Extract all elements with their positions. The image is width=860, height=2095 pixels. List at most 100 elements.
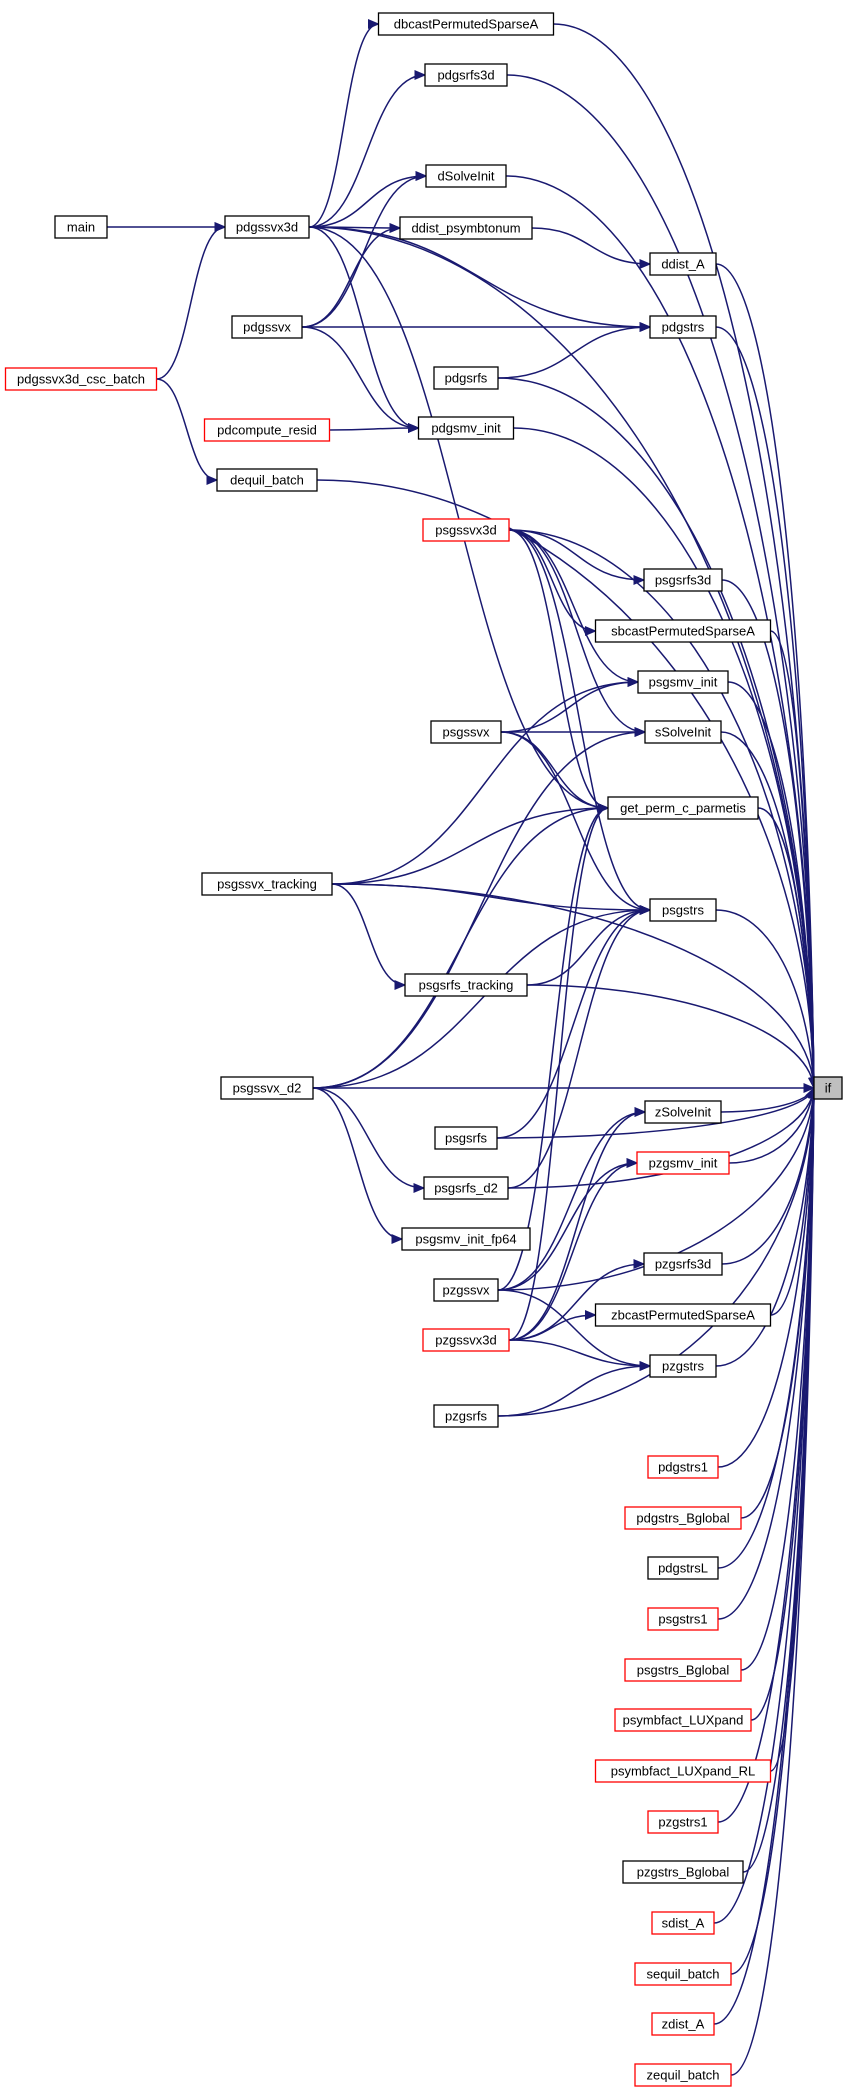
- node-psgssvx3d[interactable]: psgssvx3d: [422, 518, 510, 542]
- node-box: [651, 1911, 715, 1935]
- node-box: [634, 1962, 732, 1986]
- node-pzgssvx[interactable]: pzgssvx: [433, 1278, 499, 1302]
- node-pdgstrs_Bglobal[interactable]: pdgstrs_Bglobal: [624, 1506, 742, 1530]
- node-main[interactable]: main: [54, 215, 108, 239]
- arrowhead-psgssvx_tracking-to-psgsrfs_tracking: [394, 980, 407, 990]
- node-zequil_batch[interactable]: zequil_batch: [634, 2063, 732, 2087]
- node-pzgstrs1[interactable]: pzgstrs1: [647, 1810, 719, 1834]
- node-label: zdist_A: [662, 2017, 705, 2032]
- node-pdgsrfs3d[interactable]: pdgsrfs3d: [424, 63, 508, 87]
- arrowhead-pdgssvx3d-to-pdgsrfs3d: [414, 70, 427, 80]
- node-box: [224, 215, 310, 239]
- node-box: [434, 1126, 498, 1150]
- node-ddist_psymbtonum[interactable]: ddist_psymbtonum: [399, 216, 533, 240]
- node-psgstrs[interactable]: psgstrs: [649, 898, 717, 922]
- node-psgstrs_Bglobal[interactable]: psgstrs_Bglobal: [624, 1658, 742, 1682]
- edge-psgssvx_d2-to-sSolveInit: [312, 731, 646, 1089]
- edge-pzgssvx3d-to-get_perm_c_parmetis: [508, 807, 609, 1341]
- edge-pzgssvx-to-zSolveInit: [497, 1111, 646, 1291]
- node-pdgssvx[interactable]: pdgssvx: [231, 315, 303, 339]
- node-psgsrfs_d2[interactable]: psgsrfs_d2: [423, 1176, 509, 1200]
- node-label: pdgssvx: [243, 320, 291, 335]
- node-pzgsmv_init[interactable]: pzgsmv_init: [636, 1151, 730, 1175]
- node-dequil_batch[interactable]: dequil_batch: [216, 468, 318, 492]
- node-label: pdgsrfs: [445, 371, 488, 386]
- node-zbcastPermutedSparseA[interactable]: zbcastPermutedSparseA: [594, 1303, 772, 1327]
- edge-psgssvx_tracking-to-psgsmv_init: [331, 681, 639, 885]
- node-label: psymbfact_LUXpand_RL: [611, 1764, 756, 1779]
- node-psgssvx[interactable]: psgssvx: [430, 720, 502, 744]
- node-box: [637, 670, 729, 694]
- edge-pdgssvx3d-to-pdgstrs: [308, 226, 651, 328]
- node-label: psgsrfs3d: [655, 573, 711, 588]
- node-box: [430, 720, 502, 744]
- arrowhead-pdgssvx3d_csc_batch-to-dequil_batch: [206, 475, 219, 485]
- node-pdcompute_resid[interactable]: pdcompute_resid: [203, 418, 331, 442]
- node-label: ddist_A: [661, 257, 705, 272]
- node-label: dequil_batch: [230, 473, 304, 488]
- edge-pzgssvx3d-to-zSolveInit: [508, 1111, 646, 1341]
- node-box: [54, 215, 108, 239]
- node-box: [417, 416, 515, 440]
- node-label: psgsrfs: [445, 1131, 487, 1146]
- node-pdgstrs1[interactable]: pdgstrs1: [647, 1455, 719, 1479]
- node-label: pzgstrs1: [658, 1815, 707, 1830]
- node-psgsmv_init_fp64[interactable]: psgsmv_init_fp64: [401, 1227, 531, 1251]
- node-label: psgssvx: [443, 725, 490, 740]
- node-box: [594, 1759, 772, 1783]
- node-box: [647, 1455, 719, 1479]
- edge-psgstrs-to-if: [715, 909, 815, 1089]
- node-pzgssvx3d[interactable]: pzgssvx3d: [422, 1328, 510, 1352]
- edge-psgssvx3d-to-psgsmv_init: [508, 529, 639, 683]
- node-box: [647, 1556, 719, 1580]
- node-ddist_A[interactable]: ddist_A: [649, 252, 717, 276]
- node-sdist_A[interactable]: sdist_A: [651, 1911, 715, 1935]
- node-box: [649, 252, 717, 276]
- node-label: dSolveInit: [437, 169, 494, 184]
- edge-psgssvx-to-psgstrs: [500, 731, 651, 911]
- node-zdist_A[interactable]: zdist_A: [651, 2012, 715, 2036]
- node-pdgsrfs[interactable]: pdgsrfs: [433, 366, 499, 390]
- node-pdgssvx3d_csc_batch[interactable]: pdgssvx3d_csc_batch: [4, 367, 158, 391]
- node-pzgsrfs3d[interactable]: pzgsrfs3d: [643, 1252, 723, 1276]
- node-psgsrfs[interactable]: psgsrfs: [434, 1126, 498, 1150]
- node-psymbfact_LUXpand_RL[interactable]: psymbfact_LUXpand_RL: [594, 1759, 772, 1783]
- node-psgsmv_init[interactable]: psgsmv_init: [637, 670, 729, 694]
- edge-pdgsrfs-to-pdgstrs: [497, 326, 651, 379]
- node-dbcastPermutedSparseA[interactable]: dbcastPermutedSparseA: [377, 12, 555, 36]
- node-sbcastPermutedSparseA[interactable]: sbcastPermutedSparseA: [594, 619, 772, 643]
- node-psgstrs1[interactable]: psgstrs1: [647, 1607, 719, 1631]
- node-psymbfact_LUXpand[interactable]: psymbfact_LUXpand: [614, 1708, 752, 1732]
- node-box: [433, 1278, 499, 1302]
- node-zSolveInit[interactable]: zSolveInit: [644, 1100, 722, 1124]
- node-pzgstrs_Bglobal[interactable]: pzgstrs_Bglobal: [622, 1860, 744, 1884]
- node-box: [636, 1151, 730, 1175]
- arrowhead-psgssvx_d2-to-psgsrfs_d2: [413, 1183, 426, 1193]
- node-label: pzgsrfs: [445, 1409, 487, 1424]
- node-label: psgssvx_tracking: [217, 877, 317, 892]
- node-pdgsmv_init[interactable]: pdgsmv_init: [417, 416, 515, 440]
- node-get_perm_c_parmetis[interactable]: get_perm_c_parmetis: [607, 796, 759, 820]
- node-psgsrfs_tracking[interactable]: psgsrfs_tracking: [404, 973, 528, 997]
- node-pdgstrs[interactable]: pdgstrs: [649, 315, 717, 339]
- node-psgsrfs3d[interactable]: psgsrfs3d: [643, 568, 723, 592]
- node-label: psgstrs_Bglobal: [637, 1663, 730, 1678]
- edge-psgssvx_tracking-to-psgsrfs_tracking: [331, 883, 406, 986]
- edge-pdgssvx3d_csc_batch-to-pdgssvx3d: [156, 226, 226, 380]
- node-pdgssvx3d[interactable]: pdgssvx3d: [224, 215, 310, 239]
- node-box: [624, 1506, 742, 1530]
- node-psgssvx_tracking[interactable]: psgssvx_tracking: [201, 872, 333, 896]
- edge-pdgsmv_init-to-if: [513, 427, 815, 1089]
- node-label: psymbfact_LUXpand: [623, 1713, 744, 1728]
- node-box: [594, 619, 772, 643]
- node-sequil_batch[interactable]: sequil_batch: [634, 1962, 732, 1986]
- node-label: dbcastPermutedSparseA: [394, 17, 539, 32]
- node-psgssvx_d2[interactable]: psgssvx_d2: [220, 1076, 314, 1100]
- node-sSolveInit[interactable]: sSolveInit: [644, 720, 722, 744]
- node-dSolveInit[interactable]: dSolveInit: [425, 164, 507, 188]
- node-pzgsrfs[interactable]: pzgsrfs: [433, 1404, 499, 1428]
- arrowhead-pdgssvx-to-ddist_psymbtonum: [389, 223, 402, 233]
- node-label: pzgsrfs3d: [655, 1257, 711, 1272]
- node-pzgstrs[interactable]: pzgstrs: [649, 1354, 717, 1378]
- node-pdgstrsL[interactable]: pdgstrsL: [647, 1556, 719, 1580]
